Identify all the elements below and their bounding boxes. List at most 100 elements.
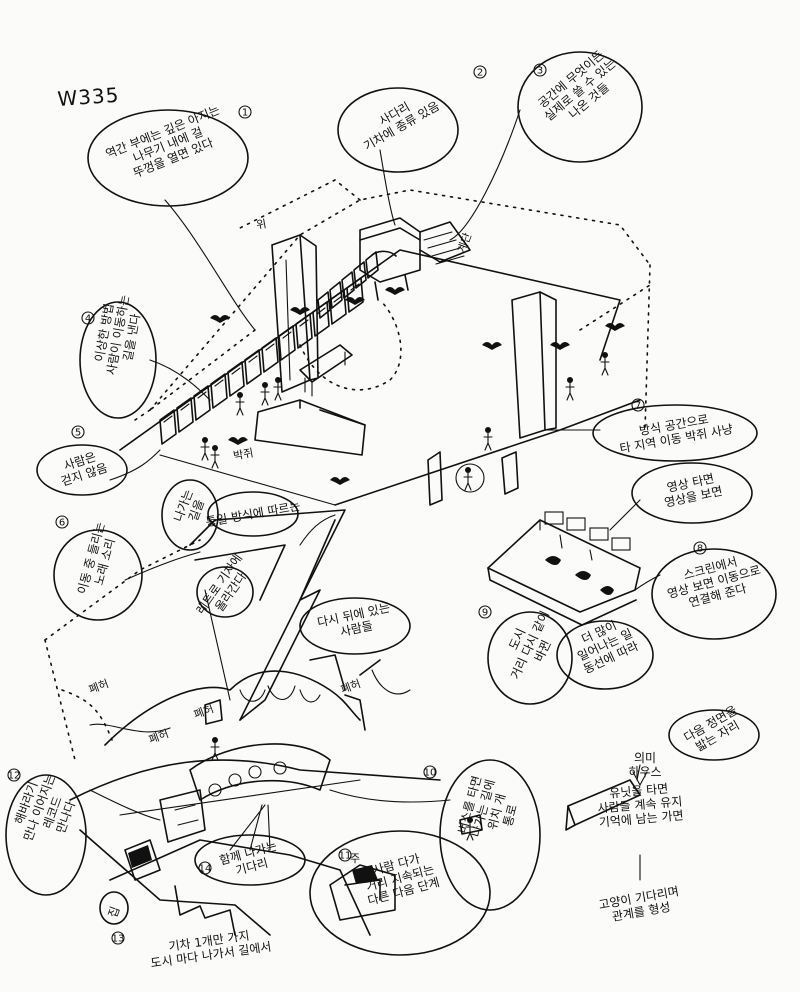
person-figure — [483, 427, 493, 451]
bat-figure — [550, 342, 570, 350]
label-bakjwi: 박쥐 — [232, 446, 254, 462]
leader-lines — [89, 109, 661, 881]
marker-number: 3 — [537, 66, 543, 77]
stair-platform — [359, 217, 471, 301]
marker-number: 7 — [635, 401, 641, 412]
marker-number: 10 — [424, 768, 437, 779]
note-7: 통일 방식에 따르는 — [205, 499, 302, 529]
wall-box — [227, 361, 245, 397]
wall-slab — [254, 399, 366, 456]
wall-box — [159, 409, 177, 445]
pillar-right — [511, 291, 557, 439]
mirror-panel — [427, 451, 519, 506]
circled-marker: 5 — [71, 425, 85, 439]
note-line: 집 — [106, 904, 123, 919]
box-row — [159, 251, 379, 445]
circled-marker: 11 — [338, 848, 352, 862]
label-ruin2: 폐허 — [147, 727, 170, 746]
corridor — [189, 509, 346, 721]
marker-number: 4 — [85, 314, 91, 325]
person-figure — [200, 437, 210, 461]
person-figure — [600, 352, 610, 376]
wall-box — [261, 337, 279, 373]
figures — [200, 287, 625, 841]
note-line: 의미 — [634, 751, 656, 765]
person-figure — [210, 445, 220, 469]
bat-figure — [290, 307, 310, 315]
person-figure — [260, 382, 270, 406]
circled-marker: 8 — [693, 541, 707, 555]
circled-marker: 2 — [473, 65, 487, 79]
circled-marker: 4 — [81, 311, 95, 325]
marker-number: 1 — [242, 108, 248, 119]
ruins — [89, 654, 411, 746]
bat-figure — [210, 315, 230, 323]
wall-box — [317, 291, 331, 319]
wall-box — [295, 313, 313, 349]
person-figure — [465, 817, 475, 841]
floor-lines — [119, 249, 641, 506]
counter — [487, 511, 641, 626]
circled-marker: 9 — [478, 605, 492, 619]
marker-number: 12 — [8, 771, 21, 782]
circled-marker: 7 — [631, 398, 645, 412]
person-figure — [565, 377, 575, 401]
marker-number: 14 — [199, 864, 212, 875]
bat-figure — [482, 342, 502, 350]
label-wi: 위 — [255, 217, 267, 232]
marker-number: 9 — [482, 608, 488, 619]
note-17: 집 — [106, 904, 123, 919]
sheet-code: W335 — [57, 83, 120, 111]
wall-box — [341, 271, 355, 299]
wall-box — [329, 289, 347, 325]
circled-marker: 13 — [111, 931, 125, 945]
circled-marker: 10 — [423, 765, 437, 779]
note-line: 통로 — [501, 803, 520, 828]
label-ju: 주 — [350, 852, 360, 865]
wall-box — [210, 373, 228, 409]
circled-marker: 1 — [238, 105, 252, 119]
note-line: 사람들 — [339, 619, 374, 640]
note-line: 하우스 — [628, 765, 661, 779]
wall-box — [312, 301, 330, 337]
bat-figure — [345, 297, 365, 305]
marker-number: 11 — [339, 851, 352, 862]
marker-number: 5 — [75, 428, 81, 439]
person-figure — [463, 467, 473, 491]
circled-marker: 6 — [55, 515, 69, 529]
dotted-enclosure — [44, 179, 651, 761]
circled-marker: 12 — [7, 768, 21, 782]
bat-figure — [385, 287, 405, 295]
person-figure — [210, 737, 220, 761]
wall-box — [244, 349, 262, 385]
note-bubbles — [5, 51, 777, 956]
wall-box — [329, 281, 343, 309]
wall-box — [346, 277, 364, 313]
bench — [299, 344, 353, 397]
bat-figure — [605, 323, 625, 331]
note-line: 통일 방식에 따르는 — [205, 499, 302, 529]
marker-number: 8 — [697, 544, 703, 555]
wall-box — [278, 325, 296, 361]
